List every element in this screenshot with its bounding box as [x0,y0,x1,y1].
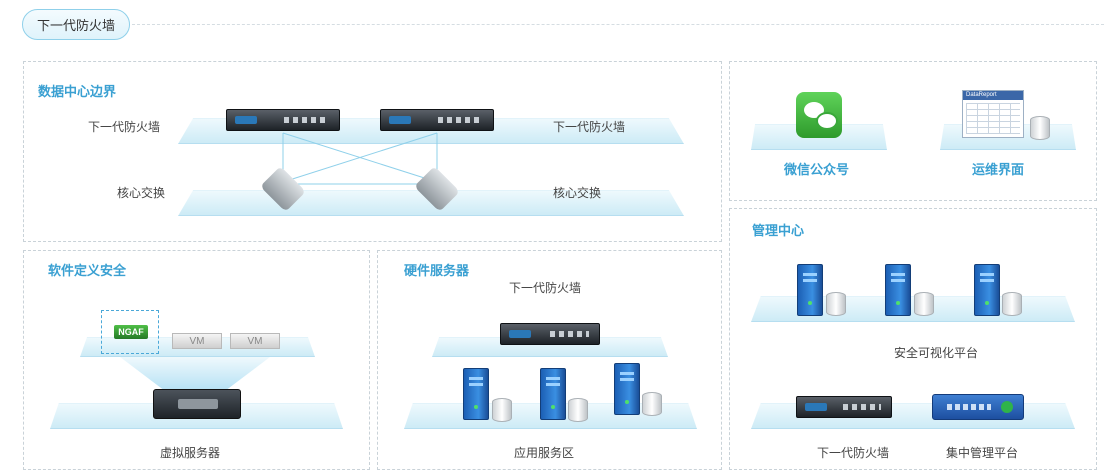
firewall-device [380,109,494,131]
link-fw2-sw1 [282,132,438,183]
server-icon [885,264,911,316]
report-header: DataReport [963,91,1023,100]
firewall-device [226,109,340,131]
database-icon [642,392,662,416]
switch-label-left: 核心交换 [117,186,166,200]
visual-platform-label: 安全可视化平台 [894,346,979,360]
sds-bottom-label: 虚拟服务器 [160,446,221,460]
switch-label-right: 核心交换 [553,186,602,200]
wechat-label: 微信公众号 [784,162,850,177]
tab-label: 下一代防火墙 [36,18,115,33]
hw-bottom-label: 应用服务区 [514,446,575,460]
server-icon [797,264,823,316]
hw-fw-label: 下一代防火墙 [509,281,582,295]
database-icon [568,398,588,422]
server-icon [974,264,1000,316]
tab-next-gen-firewall[interactable]: 下一代防火墙 [22,9,130,40]
fw-label-left: 下一代防火墙 [88,120,161,134]
wechat-icon [796,92,842,138]
central-mgmt-device [932,394,1024,420]
mgmt-fw-label: 下一代防火墙 [817,446,890,460]
server-icon [463,368,489,420]
header-divider [132,24,1104,25]
panel-apps [729,61,1097,201]
firewall-device [500,323,600,345]
panel-dc-border [23,61,722,242]
server-icon [614,363,640,415]
database-icon [1030,116,1050,140]
sds-title: 软件定义安全 [48,263,127,278]
server-icon [540,368,566,420]
database-icon [826,292,846,316]
hw-title: 硬件服务器 [404,263,470,278]
database-icon [914,292,934,316]
dc-border-title: 数据中心边界 [38,84,117,99]
report-grid [966,103,1020,134]
ngaf-module: NGAF [101,310,159,354]
virtual-server-device [153,389,241,419]
fw-label-right: 下一代防火墙 [553,120,626,134]
database-icon [492,398,512,422]
vm-box: VM [230,333,280,349]
ops-label: 运维界面 [972,162,1025,177]
database-icon [1002,292,1022,316]
central-mgmt-label: 集中管理平台 [946,446,1019,460]
firewall-device [796,396,892,418]
data-report-icon: DataReport [962,90,1024,138]
vm-box: VM [172,333,222,349]
mgmt-title: 管理中心 [752,223,805,238]
ngaf-chip: NGAF [114,325,148,339]
